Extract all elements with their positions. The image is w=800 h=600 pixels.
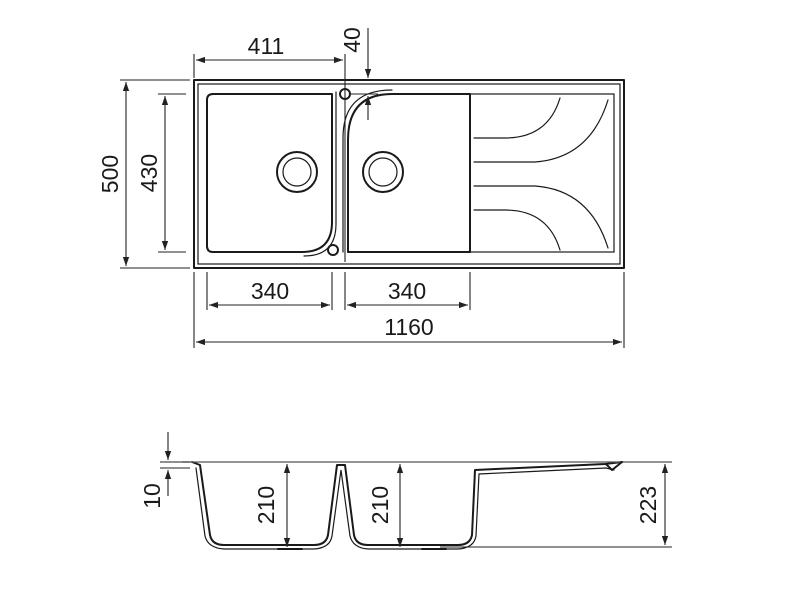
- dim-right-bowl-depth: 210: [367, 464, 404, 547]
- overflow-hole-icon: [327, 244, 339, 256]
- dim-left-to-tap-hole: 411: [193, 33, 346, 262]
- drainer-outline: [469, 93, 615, 253]
- sink-inner-rim: [197, 83, 621, 265]
- dim-label-left-bowl-width: 340: [251, 278, 289, 304]
- right-bowl-outline: [347, 93, 471, 253]
- dim-rim-thickness: 10: [139, 432, 190, 509]
- dim-label-tap-hole-offset: 40: [339, 27, 365, 53]
- right-drain-inner-icon: [368, 157, 398, 187]
- right-bowl-inner-line: [342, 89, 393, 253]
- dim-bowl-depth: 430: [136, 93, 186, 253]
- dim-label-right-bowl-depth: 210: [367, 486, 393, 524]
- right-drain-icon: [362, 151, 404, 193]
- dim-overall-height: 223: [440, 464, 672, 548]
- dim-overall-depth: 500: [97, 79, 190, 269]
- section-profile-outer: [191, 461, 623, 546]
- sink-outline: [193, 79, 625, 269]
- dim-left-bowl-width: 340: [206, 272, 333, 310]
- dim-label-overall-depth: 500: [97, 155, 123, 193]
- dim-label-overall-length: 1160: [384, 314, 433, 340]
- dim-label-rim-thickness: 10: [139, 483, 165, 509]
- dim-left-bowl-depth: 210: [253, 464, 291, 547]
- dim-label-overall-height: 223: [635, 486, 661, 524]
- plan-view: 1160 340 340 411 40: [97, 27, 625, 348]
- dim-label-right-bowl-width: 340: [388, 278, 426, 304]
- section-view: 10 210 210 223: [139, 432, 672, 550]
- drainer-groove: [473, 209, 561, 251]
- drainer-groove: [473, 185, 609, 249]
- dim-label-left-to-tap-hole: 411: [248, 33, 285, 59]
- dim-right-bowl-width: 340: [344, 272, 471, 310]
- left-drain-inner-icon: [282, 157, 312, 187]
- dim-tap-hole-offset: 40: [339, 27, 378, 120]
- drainer-end-lip: [605, 461, 623, 471]
- dim-overall-length: 1160: [193, 272, 625, 348]
- drainer-groove: [473, 97, 561, 139]
- section-profile-inner: [195, 467, 615, 550]
- left-bowl-outline: [206, 93, 333, 253]
- drainer-groove: [473, 99, 609, 163]
- dim-label-bowl-depth: 430: [136, 154, 162, 192]
- left-drain-icon: [276, 151, 318, 193]
- dim-label-left-bowl-depth: 210: [253, 486, 279, 524]
